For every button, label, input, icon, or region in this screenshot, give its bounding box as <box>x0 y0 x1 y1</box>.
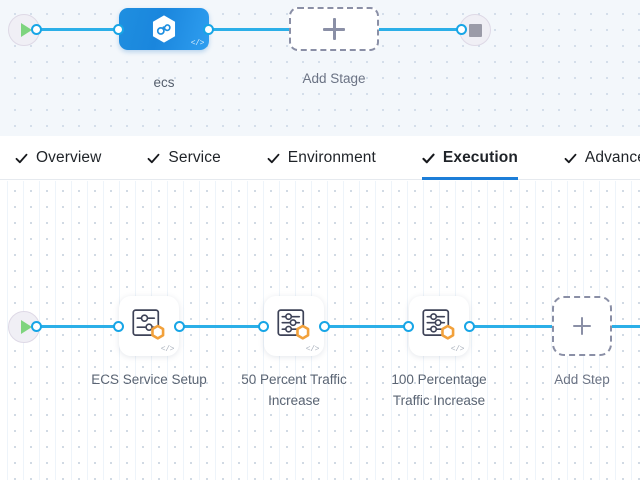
stage-canvas[interactable]: </> ecs Add Stage <box>0 0 640 136</box>
tab-environment[interactable]: Environment <box>258 136 385 180</box>
stop-icon <box>468 23 482 37</box>
exec-wire-step2-to-step3 <box>325 325 408 328</box>
play-icon <box>20 320 32 334</box>
exec-port-step1-out[interactable] <box>174 321 185 332</box>
code-badge-icon: </> <box>305 345 320 354</box>
exec-port-step3-out[interactable] <box>464 321 475 332</box>
step-node-ecs-service-setup[interactable]: </> <box>119 296 179 356</box>
stage-wire-ecs-to-add <box>208 28 290 31</box>
config-tab-bar[interactable]: Overview Service Environment Execution <box>0 136 640 180</box>
exec-wire-step1-to-step2 <box>180 325 264 328</box>
stage-wire-start-to-ecs <box>36 28 124 31</box>
step-label-100-percentage-traffic-increase: 100 Percentage Traffic Increase <box>391 372 487 408</box>
tab-execution[interactable]: Execution <box>413 136 527 180</box>
add-step-label: Add Step <box>554 372 610 387</box>
tab-advanced[interactable]: Advanced <box>555 136 640 180</box>
code-badge-icon: </> <box>190 39 205 48</box>
add-step-button[interactable] <box>552 296 612 356</box>
step-label-50-percent-traffic-increase: 50 Percent Traffic Increase <box>241 372 347 408</box>
step-label-ecs-service-setup: ECS Service Setup <box>91 372 207 387</box>
check-icon <box>564 152 577 165</box>
add-stage-label: Add Stage <box>302 71 366 86</box>
plus-icon <box>571 315 593 337</box>
tab-label-overview: Overview <box>36 149 102 166</box>
stage-wire-add-to-end <box>378 28 462 31</box>
play-icon <box>20 23 32 37</box>
exec-wire-step3-to-addstep <box>470 325 553 328</box>
tab-label-service: Service <box>168 149 221 166</box>
stage-node-ecs[interactable]: </> <box>119 8 209 50</box>
code-badge-icon: </> <box>450 345 465 354</box>
sliders-icon <box>422 309 455 340</box>
tab-label-environment: Environment <box>287 149 376 166</box>
step-node-100-percentage-traffic-increase[interactable]: </> <box>409 296 469 356</box>
exec-port-step3-in[interactable] <box>403 321 414 332</box>
exec-port-start-out[interactable] <box>31 321 42 332</box>
sliders-icon <box>132 309 165 340</box>
add-stage-button[interactable] <box>289 7 379 51</box>
plus-icon <box>323 18 345 40</box>
step-node-50-percent-traffic-increase[interactable]: </> <box>264 296 324 356</box>
execution-canvas[interactable]: </> ECS Service Setup <box>0 181 640 480</box>
tab-service[interactable]: Service <box>138 136 229 180</box>
check-icon <box>422 152 435 165</box>
exec-wire-start-to-step1 <box>36 325 128 328</box>
stage-port-ecs-in[interactable] <box>113 24 124 35</box>
check-icon <box>15 152 28 165</box>
sliders-icon <box>277 309 310 340</box>
exec-port-step2-out[interactable] <box>319 321 330 332</box>
tab-label-execution: Execution <box>442 149 518 166</box>
stage-label-ecs: ecs <box>153 75 175 90</box>
hexagon-link-icon <box>152 15 176 43</box>
tab-label-advanced: Advanced <box>584 149 640 166</box>
stage-port-end-in[interactable] <box>456 24 467 35</box>
exec-wire-addstep-out <box>611 325 640 328</box>
exec-port-step2-in[interactable] <box>258 321 269 332</box>
code-badge-icon: </> <box>160 345 175 354</box>
stage-port-ecs-out[interactable] <box>203 24 214 35</box>
check-icon <box>267 152 280 165</box>
exec-port-step1-in[interactable] <box>113 321 124 332</box>
check-icon <box>147 152 160 165</box>
tab-overview[interactable]: Overview <box>6 136 110 180</box>
stage-port-start-out[interactable] <box>31 24 42 35</box>
